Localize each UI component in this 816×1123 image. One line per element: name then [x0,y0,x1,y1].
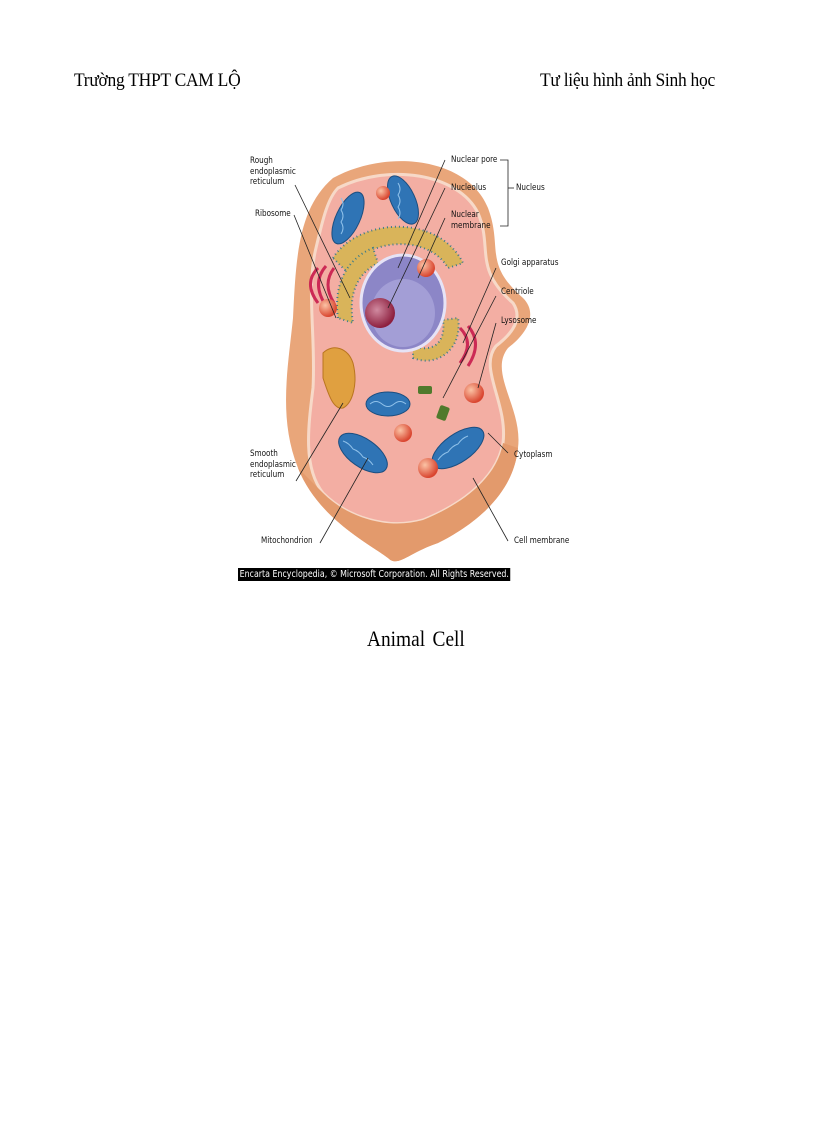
school-name-header: Trường THPT CAM LỘ [74,70,241,91]
animal-cell-illustration [286,159,531,562]
label-centriole: Centriole [501,287,534,297]
animal-cell-diagram: Rough endoplasmic reticulum Ribosome Nuc… [238,148,578,588]
label-golgi-apparatus: Golgi apparatus [501,258,559,268]
document-topic-header: Tư liệu hình ảnh Sinh học [540,70,715,91]
image-credit: Encarta Encyclopedia, © Microsoft Corpor… [238,568,511,581]
label-nucleus: Nucleus [516,183,545,193]
label-lysosome: Lysosome [501,316,537,326]
label-rough-er: Rough endoplasmic reticulum [250,156,296,188]
label-rough-er-text: Rough endoplasmic reticulum [250,156,296,187]
label-ribosome: Ribosome [255,209,291,219]
label-smooth-er: Smooth endoplasmic reticulum [250,449,296,480]
label-nucleolus: Nucleolus [451,183,487,193]
label-mitochondrion: Mitochondrion [261,536,313,546]
label-cell-membrane: Cell membrane [514,536,570,546]
figure-caption: Animal Cell [367,626,465,651]
label-cytoplasm: Cytoplasm [514,450,553,460]
label-nuclear-membrane: Nuclear membrane [451,210,491,231]
label-nuclear-pore: Nuclear pore [451,155,498,165]
